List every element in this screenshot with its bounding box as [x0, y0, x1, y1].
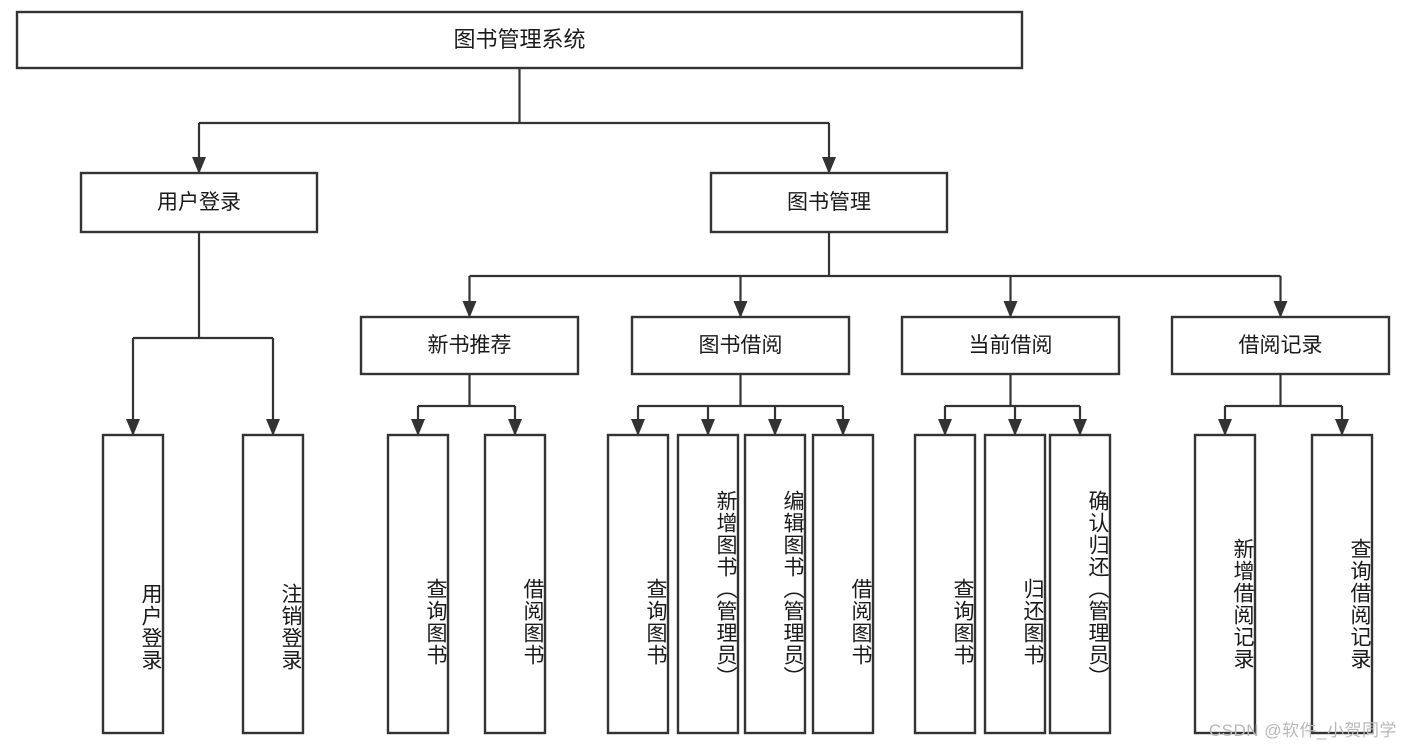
node-leaf-return-book[interactable] — [983, 433, 1047, 735]
node-box — [900, 315, 1121, 376]
node-root[interactable]: 图书管理系统 — [15, 10, 1024, 70]
node-new-book-recommend[interactable]: 新书推荐 — [359, 315, 580, 376]
node-current-borrow[interactable]: 当前借阅 — [900, 315, 1121, 376]
node-box — [676, 433, 740, 735]
csdn-watermark: CSDN @软件_小贺同学 — [1208, 721, 1397, 740]
node-leaf-confirm-return-admin[interactable] — [1048, 433, 1112, 735]
node-box — [241, 433, 305, 735]
node-leaf-add-book-admin[interactable] — [676, 433, 740, 735]
node-box — [1310, 433, 1374, 735]
node-leaf-borrow-book[interactable] — [811, 433, 875, 735]
node-leaf-query-book-borrow[interactable] — [606, 433, 670, 735]
node-box — [606, 433, 670, 735]
node-box — [743, 433, 807, 735]
node-leaf-user-login[interactable] — [101, 433, 165, 735]
node-label: 借阅记录 — [1239, 334, 1323, 357]
node-box — [1048, 433, 1112, 735]
node-borrow-record[interactable]: 借阅记录 — [1170, 315, 1391, 376]
node-box — [386, 433, 450, 735]
node-leaf-query-book-current[interactable] — [913, 433, 977, 735]
node-box — [359, 315, 580, 376]
node-box — [1170, 315, 1391, 376]
node-leaf-add-borrow-record[interactable] — [1193, 433, 1257, 735]
node-book-management[interactable]: 图书管理 — [709, 171, 949, 234]
node-box — [913, 433, 977, 735]
node-label: 用户登录 — [157, 191, 241, 214]
node-label: 新书推荐 — [428, 334, 512, 357]
node-box — [630, 315, 851, 376]
node-box — [983, 433, 1047, 735]
node-box — [709, 171, 949, 234]
node-box — [811, 433, 875, 735]
node-leaf-edit-book-admin[interactable] — [743, 433, 807, 735]
node-leaf-query-book-rec[interactable] — [386, 433, 450, 735]
node-box — [483, 433, 547, 735]
node-book-borrow[interactable]: 图书借阅 — [630, 315, 851, 376]
node-leaf-borrow-book-rec[interactable] — [483, 433, 547, 735]
node-user-login[interactable]: 用户登录 — [79, 171, 319, 234]
node-label: 图书借阅 — [699, 334, 783, 357]
node-leaf-query-borrow-record[interactable] — [1310, 433, 1374, 735]
node-box — [79, 171, 319, 234]
node-box — [15, 10, 1024, 70]
node-label: 图书管理系统 — [453, 27, 585, 52]
node-label: 当前借阅 — [969, 334, 1053, 357]
node-box — [1193, 433, 1257, 735]
edges-layer — [126, 68, 1349, 436]
node-leaf-logout-login[interactable] — [241, 433, 305, 735]
node-label: 图书管理 — [787, 191, 871, 214]
node-box — [101, 433, 165, 735]
